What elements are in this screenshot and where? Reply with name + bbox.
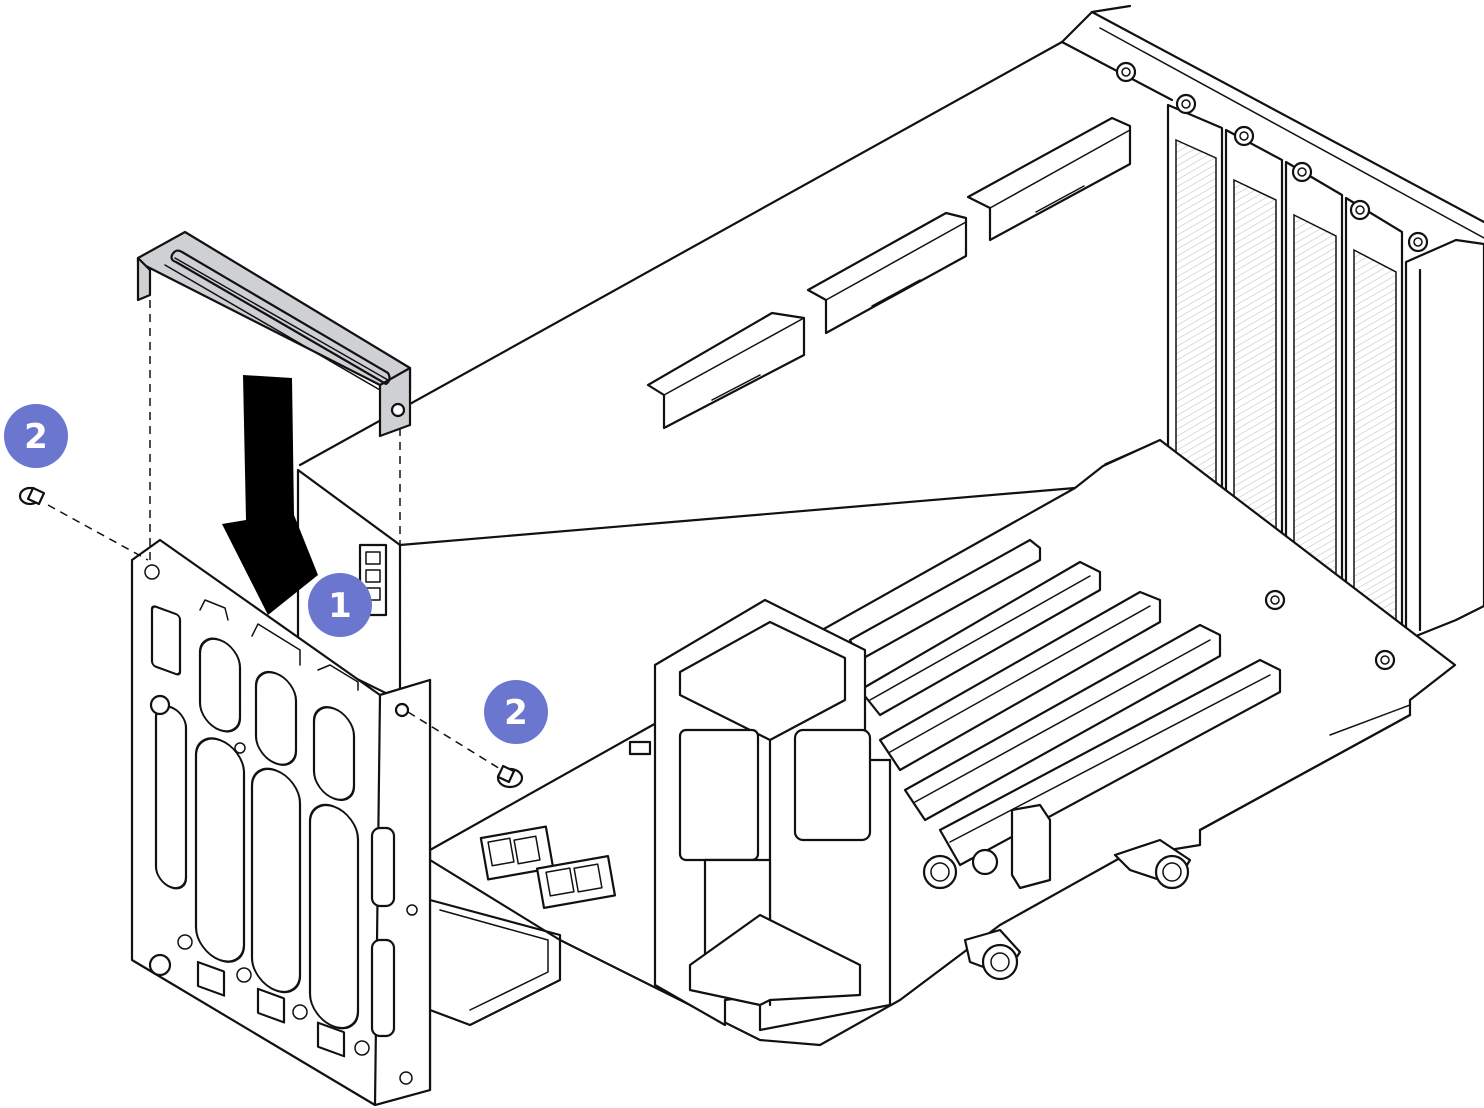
callout-step-1: 1 <box>308 573 372 637</box>
riser-screw-left <box>18 486 46 506</box>
insert-down-arrow <box>222 375 318 615</box>
pcie-slot-brackets <box>1166 103 1484 642</box>
callout-step-1-label: 1 <box>328 586 352 626</box>
alignment-guides <box>47 300 506 773</box>
callout-step-2-left: 2 <box>4 404 68 468</box>
callout-step-2-right: 2 <box>484 680 548 744</box>
board-connectors <box>479 740 652 910</box>
riser-bracket <box>136 230 412 438</box>
card-top-flaps <box>646 116 1132 430</box>
riser-cage <box>130 538 562 1107</box>
callout-step-2-right-label: 2 <box>504 693 528 733</box>
riser-handle-frame <box>653 598 1052 1032</box>
riser-screw-right <box>496 764 524 789</box>
callout-step-2-left-label: 2 <box>24 417 48 457</box>
riser-guide-pins <box>922 838 1192 981</box>
bracket-screws <box>1115 61 1429 253</box>
